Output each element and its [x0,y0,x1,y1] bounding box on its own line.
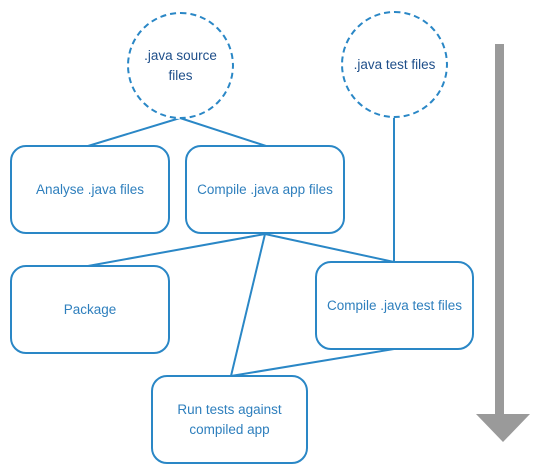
connector-compile-test-to-run-tests [230,348,395,377]
analyse-java-files-node: Analyse .java files [10,145,170,234]
package-node: Package [10,265,170,354]
compile-java-app-files-node: Compile .java app files [185,145,345,234]
run-tests-node: Run tests against compiled app [151,375,308,464]
down-arrow-icon [476,44,530,442]
java-source-files-line2: files [168,67,193,83]
run-tests-line1: Run tests against [177,401,282,417]
connector-compile-app-to-package [87,233,266,267]
compile-java-app-files-label: Compile .java app files [197,181,333,197]
java-test-files-label: .java test files [353,56,436,72]
analyse-java-files-label: Analyse .java files [35,181,145,197]
connector-source-to-compile-app [179,117,267,147]
compile-java-test-files-label: Compile .java test files [326,297,463,313]
connector-compile-app-to-run-tests [230,233,266,377]
java-test-files-node: .java test files [341,11,448,118]
java-source-files-node: .java source files [127,12,234,119]
package-label: Package [63,301,117,317]
compile-java-test-files-node: Compile .java test files [315,261,474,350]
run-tests-line2: compiled app [189,421,270,437]
java-source-files-line1: .java source [144,47,217,63]
connector-compile-app-to-compile-test [264,233,395,263]
connector-source-to-analyse [87,117,181,147]
